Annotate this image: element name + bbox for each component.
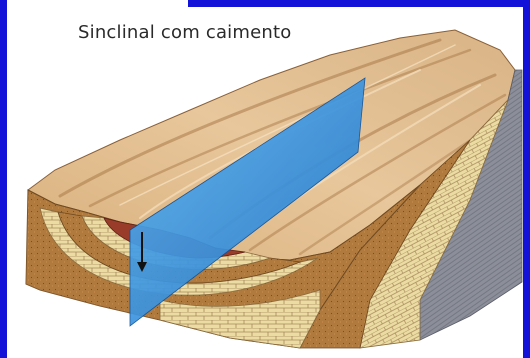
diagram-title: Sinclinal com caimento [78,22,291,43]
frame-top-bar [188,0,530,7]
frame-left-bar [0,0,7,358]
frame-right-bar [523,0,530,358]
